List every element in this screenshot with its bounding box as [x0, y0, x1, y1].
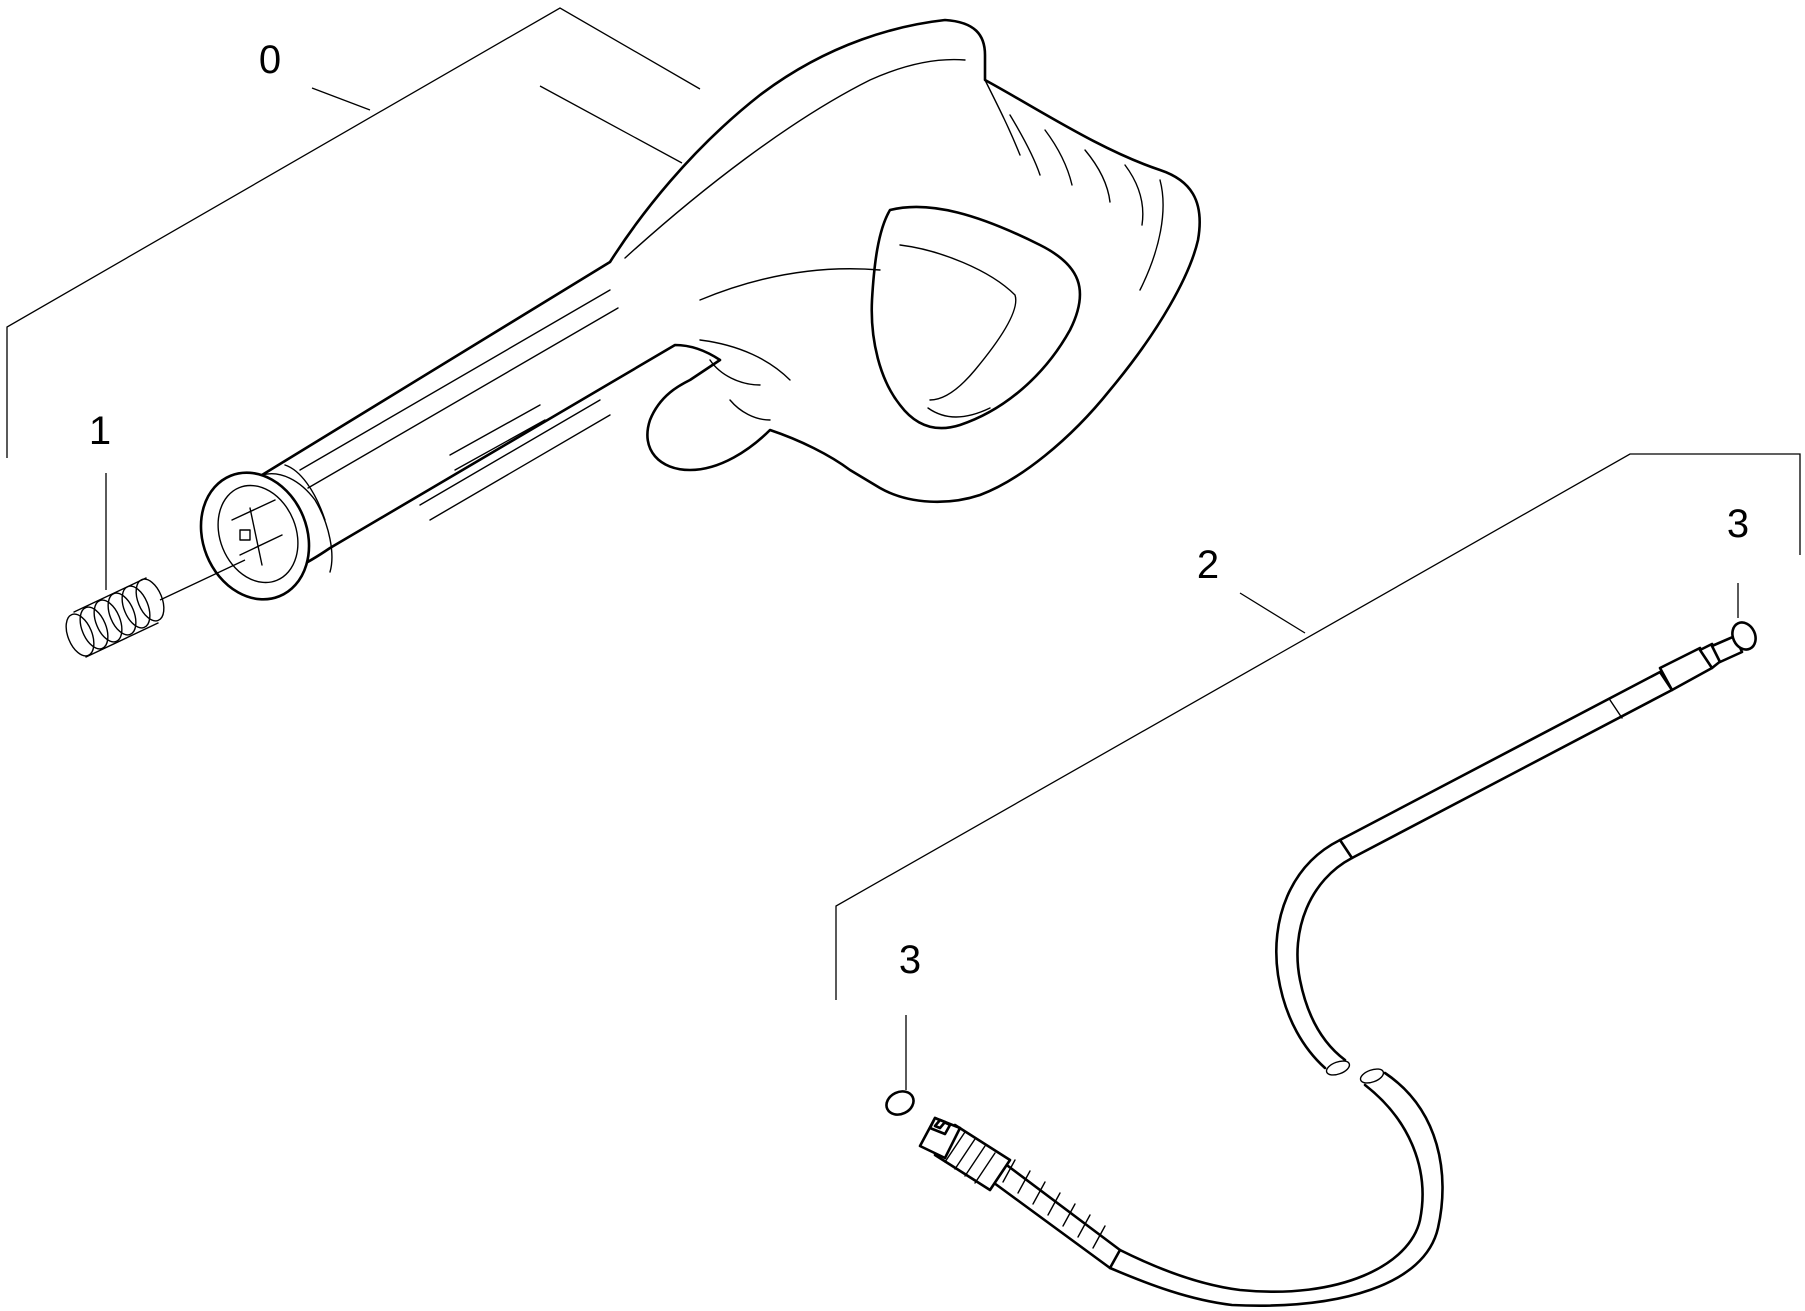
- callout-1: 1: [89, 409, 111, 453]
- o-ring-left: [885, 1090, 915, 1116]
- callout-3-right: 3: [1727, 502, 1749, 546]
- hose-assembly-bracket: [835, 453, 1801, 1000]
- gun-leader-line: [539, 85, 683, 164]
- spring-axis-line: [159, 559, 246, 601]
- gun-body: [259, 18, 1201, 577]
- callout-3-left: 3: [899, 938, 921, 982]
- hose-lance: [918, 634, 1744, 1307]
- callout-2: 2: [1197, 543, 1219, 587]
- callout-0: 0: [259, 38, 281, 82]
- trigger-opening: [870, 205, 1082, 430]
- gun-assembly-bracket: [6, 7, 701, 458]
- hose-ribbed-connector: [988, 1158, 1122, 1270]
- spring: [65, 577, 165, 658]
- spray-gun: [259, 18, 1201, 577]
- lance-tube: [1338, 670, 1674, 860]
- o-ring-right: [1731, 621, 1757, 651]
